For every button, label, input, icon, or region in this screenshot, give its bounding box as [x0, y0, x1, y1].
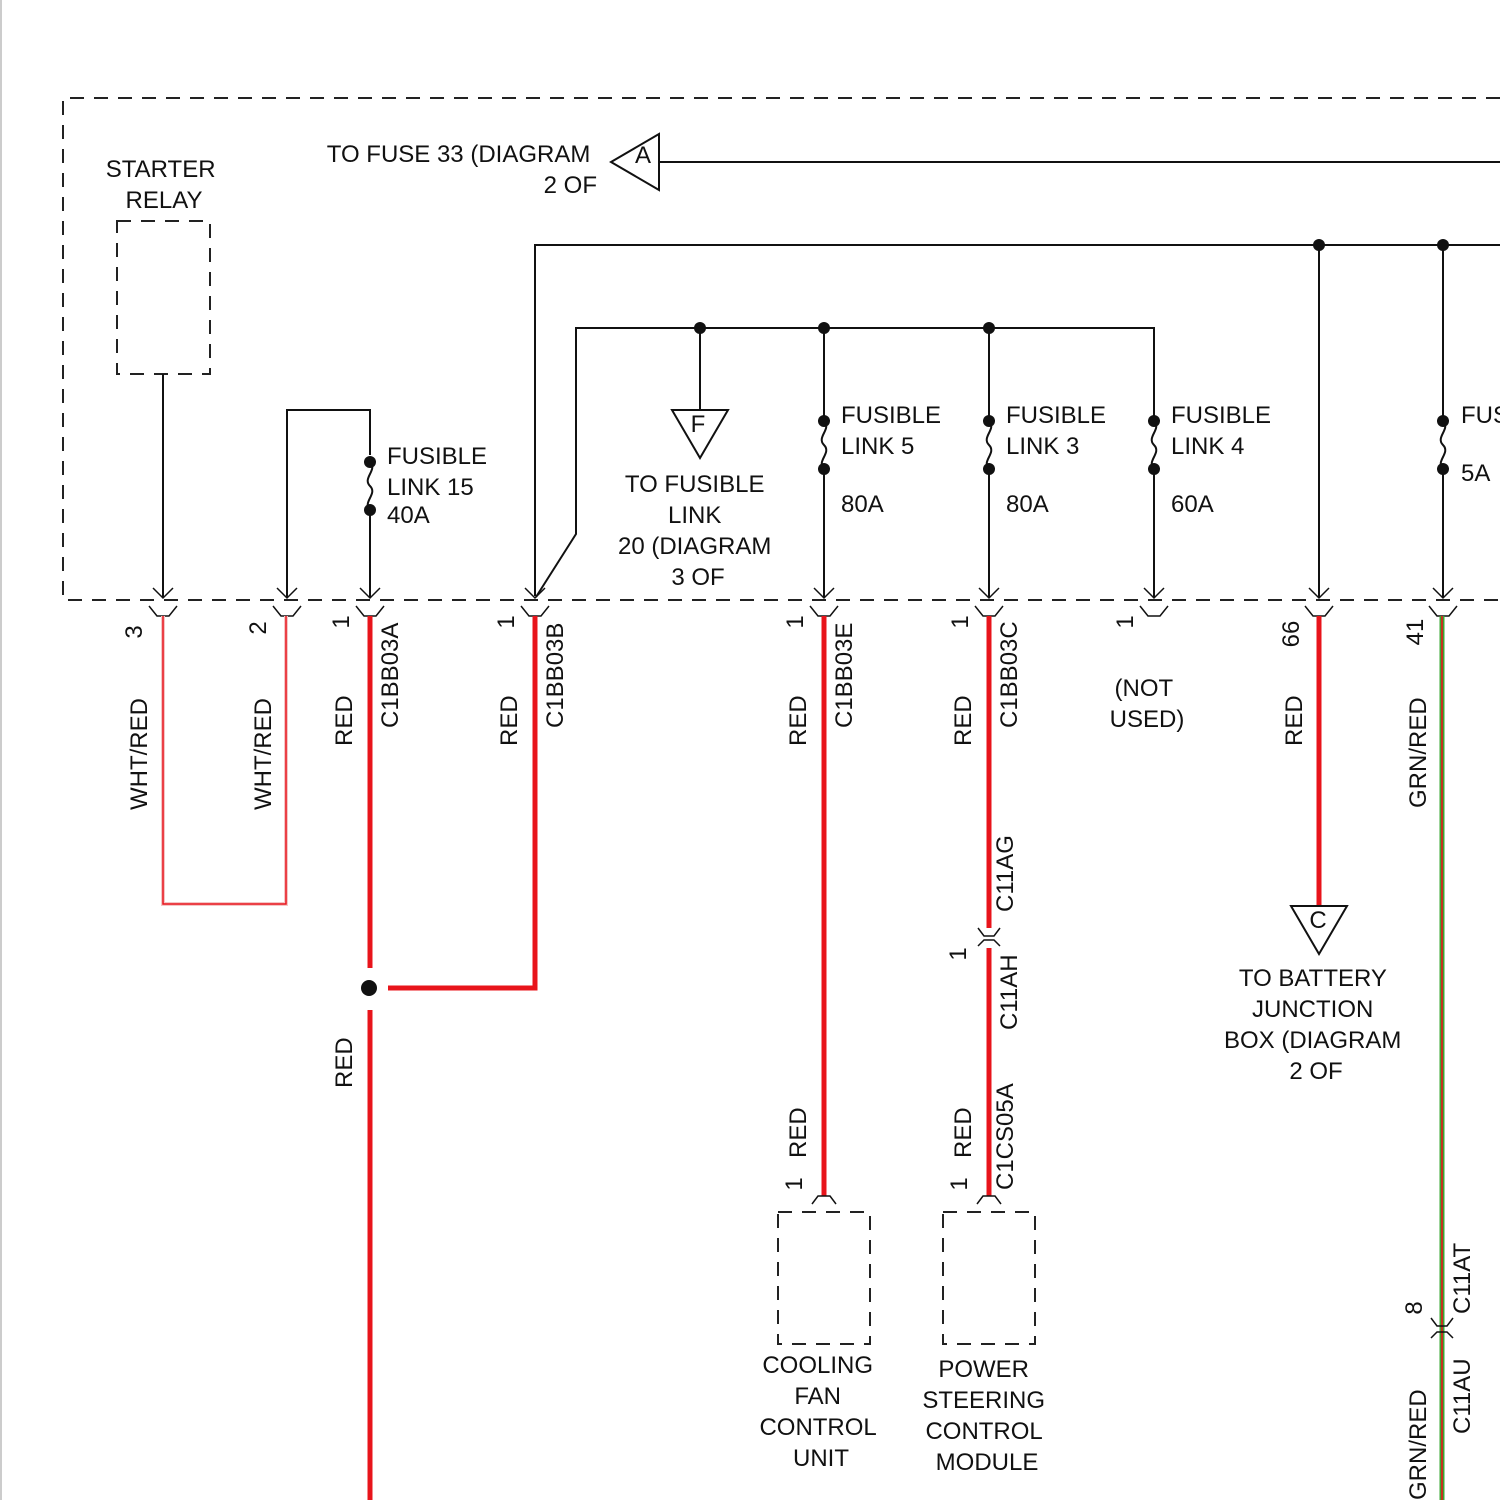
fusible-link-4 [1148, 415, 1160, 475]
pin-number: 3 [121, 625, 148, 638]
wire-color-label: RED [331, 1037, 358, 1088]
cooling-fan-control-unit-label: COOLING FAN CONTROL UNIT [759, 1352, 882, 1472]
fusible-link-partial [1437, 415, 1449, 475]
terminal-sockets [149, 606, 1457, 616]
wire-color-label: GRN/RED [1405, 1389, 1432, 1500]
not-used-label: (NOT USED) [1110, 675, 1185, 733]
pin-number: 2 [245, 621, 272, 634]
fusible-link-3 [983, 415, 995, 475]
inline-connector-c11ag [978, 928, 1000, 946]
pin-number: 1 [1112, 615, 1139, 628]
pin-number: 1 [781, 1177, 808, 1190]
connector-id: C1BB03E [831, 623, 858, 728]
to-fusible-link-20-label: TO FUSIBLE LINK 20 (DIAGRAM 3 OF [618, 471, 778, 591]
to-battery-junction-label: TO BATTERY JUNCTION BOX (DIAGRAM 2 OF [1224, 965, 1408, 1085]
junction-box-outline [63, 98, 1500, 600]
connector-id: C11AU [1449, 1358, 1476, 1434]
fusible-link-15 [364, 456, 376, 516]
pin-number: 1 [946, 1177, 973, 1190]
wire-color-label: RED [1281, 695, 1308, 746]
pin-number: 8 [1401, 1301, 1428, 1314]
fusible-link-4-label: FUSIBLE LINK 4 60A [1171, 402, 1278, 518]
offpage-connector-f-letter: F [691, 411, 706, 438]
wire-loop [287, 410, 370, 598]
splice-dot [361, 980, 377, 996]
wire-red-c1bb03b [388, 616, 535, 988]
cooling-fan-connector [812, 1196, 836, 1204]
pin-number: 41 [1402, 619, 1429, 646]
pin-number: 1 [493, 615, 520, 628]
pin-number: 66 [1278, 621, 1305, 648]
pin-number: 1 [782, 615, 809, 628]
wire-color-label: RED [785, 695, 812, 746]
wire-color-label: RED [950, 695, 977, 746]
pin-number: 1 [945, 947, 972, 960]
starter-relay-box [117, 221, 210, 374]
connector-id: C11AG [992, 835, 1019, 912]
fusible-link-partial-label: FUS 5A [1461, 402, 1500, 487]
wire-color-label: RED [950, 1107, 977, 1158]
power-steering-module-box [943, 1212, 1035, 1344]
fusible-link-15-label: FUSIBLE LINK 15 40A [387, 443, 494, 529]
wire-color-label: RED [331, 695, 358, 746]
connector-id: C11AT [1449, 1243, 1476, 1314]
wire-color-label: RED [785, 1107, 812, 1158]
power-steering-connector [977, 1196, 1001, 1204]
connector-id: C1BB03A [377, 623, 404, 728]
fusible-link-3-label: FUSIBLE LINK 3 80A [1006, 402, 1113, 518]
wire-color-label: WHT/RED [250, 698, 277, 810]
connector-id: C1BB03C [996, 621, 1023, 728]
fusible-link-5-label: FUSIBLE LINK 5 80A [841, 402, 948, 518]
connector-id: C1CS05A [992, 1083, 1019, 1190]
power-steering-module-label: POWER STEERING CONTROL MODULE [922, 1356, 1051, 1476]
terminal-arrows [153, 588, 1453, 598]
wire-color-label: WHT/RED [126, 698, 153, 810]
cooling-fan-control-unit-box [778, 1212, 870, 1344]
starter-relay-label: STARTER RELAY [106, 156, 222, 214]
connector-id: C11AH [996, 954, 1023, 1030]
wire-color-label: RED [496, 695, 523, 746]
wire-color-label: GRN/RED [1405, 697, 1432, 808]
pin-number: 1 [947, 615, 974, 628]
offpage-connector-a-letter: A [635, 142, 651, 169]
to-fuse-33-label: TO FUSE 33 (DIAGRAM 2 OF [327, 141, 597, 199]
connector-id: C1BB03B [542, 623, 569, 728]
fusible-link-5 [818, 415, 830, 475]
pin-number: 1 [328, 615, 355, 628]
offpage-connector-c-letter: C [1309, 907, 1326, 934]
